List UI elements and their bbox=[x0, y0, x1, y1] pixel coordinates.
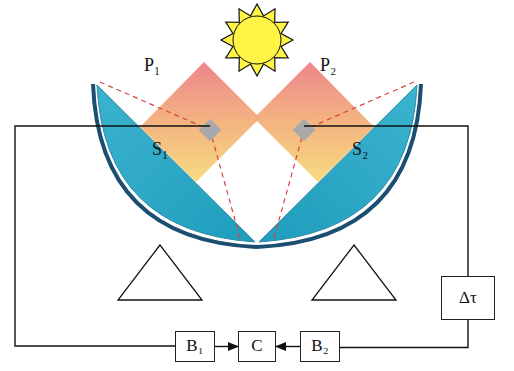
buffer-box: B₂ bbox=[300, 331, 340, 362]
sun-symbol bbox=[221, 4, 293, 76]
dish-s2 bbox=[254, 62, 421, 300]
box-label: B₂ bbox=[311, 337, 328, 356]
delay-box: Δτ bbox=[441, 276, 495, 320]
signal-connector bbox=[276, 346, 300, 347]
sun-disc bbox=[233, 16, 281, 64]
box-label: B₁ bbox=[186, 337, 203, 356]
signal-wire bbox=[15, 126, 210, 346]
part-label: P₂ bbox=[320, 56, 336, 74]
signal-wire bbox=[304, 126, 468, 276]
signal-connector bbox=[340, 320, 468, 348]
dish-s1 bbox=[93, 62, 260, 300]
part-label: S₂ bbox=[352, 140, 368, 158]
box-label: Δτ bbox=[459, 289, 477, 308]
part-label: S₁ bbox=[152, 140, 168, 158]
correlator-box: C bbox=[238, 331, 276, 362]
signal-connector bbox=[215, 346, 238, 347]
part-label: P₁ bbox=[144, 56, 160, 74]
box-label: C bbox=[251, 337, 262, 356]
buffer-box: B₁ bbox=[175, 331, 215, 362]
